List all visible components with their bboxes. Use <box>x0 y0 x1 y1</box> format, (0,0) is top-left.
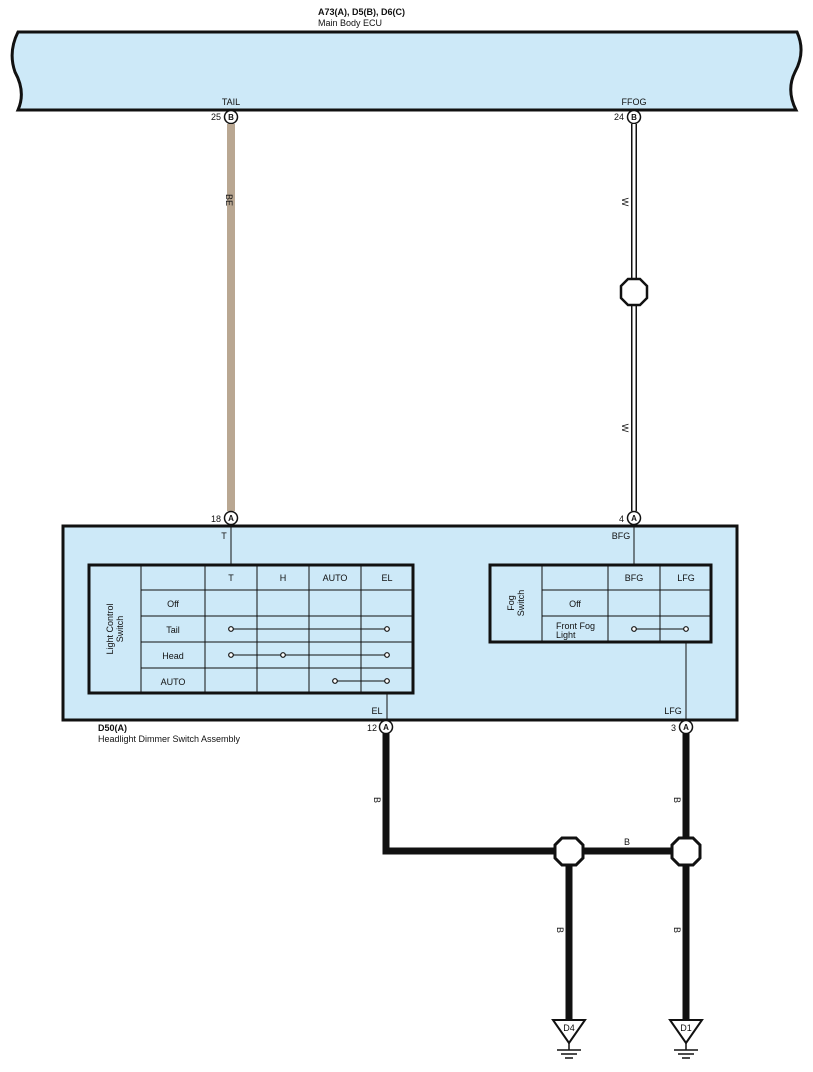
light-control-continuity-dot <box>332 678 338 684</box>
svg-text:A: A <box>383 723 389 732</box>
switch-pin-12-number: 12 <box>367 723 377 733</box>
light-control-continuity-dot <box>228 626 234 632</box>
switch-assembly-connector-label: D50(A) <box>98 723 127 733</box>
light-control-continuity-dot <box>228 652 234 658</box>
switch-pin-3-terminal: A <box>678 719 694 735</box>
wire-d4-color-label: B <box>555 927 565 933</box>
wire-tail-color-label: BE <box>224 194 234 206</box>
wire-ffog-color-label-lower: W <box>620 424 630 433</box>
switch-pin-t-signal: T <box>221 531 227 541</box>
wire-el-color-label: B <box>372 797 382 803</box>
switch-pin-3-number: 3 <box>671 723 676 733</box>
fog-switch-continuity-dot <box>631 626 637 632</box>
splice-junction-left <box>553 836 585 867</box>
light-control-col-t: T <box>228 573 234 583</box>
switch-pin-bfg-signal: BFG <box>612 531 631 541</box>
svg-text:B: B <box>228 113 234 122</box>
wire-el-black <box>382 733 556 855</box>
wire-ffog-color-label-upper: W <box>620 198 630 207</box>
svg-text:A: A <box>683 723 689 732</box>
fog-switch-row-front-fog-line2: Light <box>556 630 576 640</box>
wire-cross-color-label: B <box>624 837 630 847</box>
ground-d4-symbol <box>551 1019 587 1059</box>
fog-switch-col-lfg: LFG <box>677 573 695 583</box>
svg-text:B: B <box>631 113 637 122</box>
light-control-continuity-dot <box>384 626 390 632</box>
switch-pin-12-terminal: A <box>378 719 394 735</box>
ground-d4-label: D4 <box>563 1023 575 1033</box>
wire-ffog-splice-connector <box>619 277 649 307</box>
switch-pin-18-terminal: A <box>223 510 239 526</box>
fog-switch-title-line1: Fog <box>506 595 516 611</box>
light-control-row-tail: Tail <box>166 625 180 635</box>
light-control-continuity-dot <box>384 678 390 684</box>
fog-switch-continuity-dot <box>683 626 689 632</box>
light-control-col-auto: AUTO <box>323 573 348 583</box>
light-control-row-auto: AUTO <box>161 677 186 687</box>
fog-switch-row-off: Off <box>569 599 581 609</box>
ecu-pin-tail-terminal: B <box>223 109 239 125</box>
light-control-title-line2: Switch <box>115 616 125 643</box>
ecu-connectors-label: A73(A), D5(B), D6(C) <box>318 7 405 17</box>
switch-pin-lfg-signal: LFG <box>664 706 682 716</box>
fog-switch-continuity-marks <box>631 626 689 632</box>
switch-assembly-name-label: Headlight Dimmer Switch Assembly <box>98 734 241 744</box>
light-control-title-line1: Light Control <box>105 603 115 654</box>
svg-text:A: A <box>228 514 234 523</box>
switch-pin-4-terminal: A <box>626 510 642 526</box>
ecu-pin-ffog-terminal: B <box>626 109 642 125</box>
ground-d1-label: D1 <box>680 1023 692 1033</box>
ecu-pin-tail-signal: TAIL <box>222 97 240 107</box>
switch-pin-18-number: 18 <box>211 514 221 524</box>
switch-pin-el-signal: EL <box>371 706 382 716</box>
ecu-pin-tail-number: 25 <box>211 112 221 122</box>
light-control-col-el: EL <box>381 573 392 583</box>
light-control-row-off: Off <box>167 599 179 609</box>
light-control-continuity-dot <box>384 652 390 658</box>
light-control-continuity-dot <box>280 652 286 658</box>
ground-d1-symbol <box>668 1019 704 1059</box>
ecu-name-label: Main Body ECU <box>318 18 382 28</box>
fog-switch-title-line2: Switch <box>516 590 526 617</box>
wire-d1-color-label: B <box>672 927 682 933</box>
svg-text:A: A <box>631 514 637 523</box>
ecu-pin-ffog-number: 24 <box>614 112 624 122</box>
fog-switch-col-bfg: BFG <box>625 573 644 583</box>
light-control-row-head: Head <box>162 651 184 661</box>
ecu-pin-ffog-signal: FFOG <box>622 97 647 107</box>
splice-junction-right <box>670 836 702 867</box>
light-control-continuity-marks <box>228 626 390 684</box>
wire-lfg-color-label: B <box>672 797 682 803</box>
switch-pin-4-number: 4 <box>619 514 624 524</box>
fog-switch-row-front-fog: Front Fog <box>556 621 595 631</box>
ecu-block <box>10 30 803 112</box>
light-control-col-h: H <box>280 573 287 583</box>
